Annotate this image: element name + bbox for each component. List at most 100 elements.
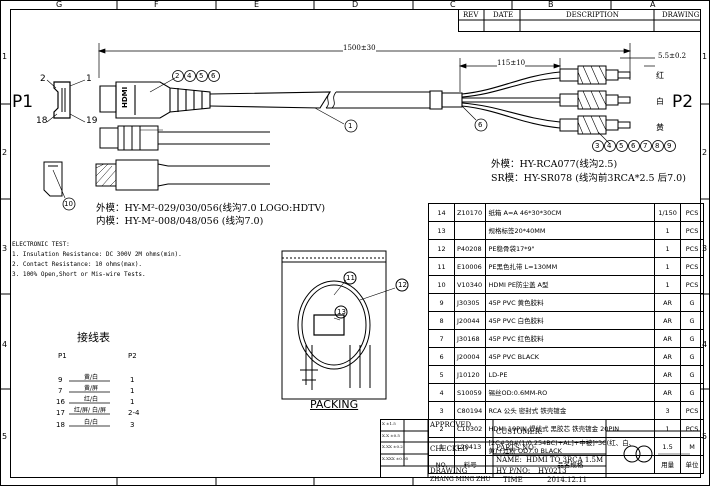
rev-header: REV (463, 11, 479, 19)
electronic-test-line-3: 3. 100% Open,Short or Mis-wire Tests. (12, 271, 146, 278)
row-label-1: 1 (2, 52, 8, 61)
callout-7: 7 (643, 142, 648, 150)
checked-label: CHECKED (430, 445, 468, 453)
callout-4: 4 (187, 72, 192, 80)
bom-cell-qty: AR (654, 347, 682, 366)
tol-2: X.X ±0.5 (382, 433, 400, 438)
callout-5: 5 (199, 72, 204, 80)
bom-cell-qty: AR (654, 329, 682, 348)
tol-3: X.XX ±0.2 (382, 444, 403, 449)
bom-cell-qty: 1 (654, 419, 682, 438)
name-label: NAME: (496, 456, 522, 464)
callout-3: 3 (595, 142, 600, 150)
rca-plug-yellow (560, 116, 630, 134)
bom-header-row: NO.料号品名规格用量单位 (427, 455, 704, 474)
callout-1: 1 (348, 122, 353, 130)
col-label-c: C (450, 0, 456, 9)
hy-no-value: HY0213 (538, 467, 567, 475)
bom-cell-no: 13 (427, 221, 456, 240)
rca-plug-red (560, 66, 630, 84)
bom-cell-no: 3 (427, 401, 456, 420)
bom-cell-code: E10006 (454, 257, 487, 276)
callout-8: 8 (655, 142, 660, 150)
bom-header-unit: 单位 (680, 455, 704, 474)
bom-cell-name: 45P PVC BLACK (485, 347, 656, 366)
name-value: HDMI TO 3RCA 1.5M (526, 456, 604, 464)
wiring-row-5-left: 18 (56, 421, 65, 429)
bom-cell-name: 规格标签20*40MM (485, 221, 656, 240)
bom-cell-name: 锡丝OD:0.6MM-RO (485, 383, 656, 402)
column-ticks (117, 0, 611, 486)
customer-label: CUSTOMER: (496, 428, 543, 436)
callout-leaders (53, 78, 610, 198)
callout-4b: 4 (607, 142, 612, 150)
right-sr-mold-note: SR模：HY-SR078 (线沟前3RCA*2.5 后7.0) (491, 173, 686, 184)
packing-label: PACKING (310, 398, 359, 411)
bom-cell-unit: G (680, 311, 704, 330)
callout-11: 11 (346, 274, 355, 282)
bom-cell-code: C10302 (454, 419, 487, 438)
drawing-label: DRAWING (430, 467, 468, 475)
hdmi-pin-face (47, 80, 85, 122)
bom-cell-name: RCA 公头 密封式 铁壳镀金 (485, 401, 656, 420)
left-outer-mold-note: 外模：HY-M²-029/030/056(线沟7.0 LOGO:HDTV) (96, 203, 326, 214)
wiring-head-p2: P2 (128, 352, 137, 360)
callout-13: 13 (337, 308, 346, 316)
pin-19-label: 19 (86, 116, 98, 126)
bom-cell-no: 4 (427, 383, 456, 402)
bom-cell-qty: AR (654, 293, 682, 312)
bom-cell-name: PE稳骨袋17*9" (485, 239, 656, 258)
row-label-right-3: 3 (702, 244, 708, 253)
bom-cell-qty: AR (654, 365, 682, 384)
bom-cell-unit: G (680, 365, 704, 384)
wiring-row-5-wire: 白/白 (84, 419, 99, 426)
wiring-row-5-right: 3 (130, 421, 135, 429)
bom-cell-name: 纸箱 A=A 46*30*30CM (485, 203, 656, 222)
bom-cell-unit: G (680, 383, 704, 402)
rca-yellow-label: 黄 (656, 123, 664, 132)
callout-9: 9 (667, 142, 672, 150)
wiring-row-2-right: 1 (130, 387, 135, 395)
parts-no-label: PARTS NO: (496, 444, 537, 452)
bom-cell-no: 5 (427, 365, 456, 384)
bom-cell-no: 11 (427, 257, 456, 276)
wiring-row-2-wire: 黄/屏 (84, 385, 99, 392)
dim-tip: 5.5±0.2 (658, 52, 687, 60)
wiring-head-p1: P1 (58, 352, 67, 360)
bom-cell-name: 45P PVC 白色胶料 (485, 311, 656, 330)
row-label-right-4: 4 (702, 340, 708, 349)
bom-cell-no: 10 (427, 275, 456, 294)
row-label-right-5: 5 (702, 432, 708, 441)
left-inner-mold-note: 内模：HY-M²-008/048/056 (线沟7.0) (96, 216, 264, 227)
row-label-5: 5 (2, 432, 8, 441)
electronic-test-title: ELECTRONIC TEST: (12, 241, 70, 248)
callout-6b: 6 (478, 121, 483, 129)
approved-label: APPROVED (430, 421, 472, 429)
bom-cell-no: 14 (427, 203, 456, 222)
row-label-4: 4 (2, 340, 8, 349)
bom-header-code: 料号 (454, 455, 487, 474)
bom-cell-name: 45P PVC 黄色胶料 (485, 293, 656, 312)
pin-18-label: 18 (36, 116, 48, 126)
electronic-test-line-1: 1. Insulation Resistance: DC 300V 2M ohm… (12, 251, 182, 258)
wiring-row-4-right: 2-4 (128, 409, 140, 417)
col-label-d: D (352, 0, 359, 9)
dim-total: 1500±30 (343, 44, 376, 52)
bom-cell-code: J20044 (454, 311, 487, 330)
bom-cell-qty: 3 (654, 401, 682, 420)
bom-cell-unit: G (680, 293, 704, 312)
date-header: DATE (493, 11, 514, 19)
bom-cell-unit: G (680, 347, 704, 366)
bom-cell-code: C80194 (454, 401, 487, 420)
rca-red-label: 红 (656, 71, 664, 80)
col-label-e: E (254, 0, 260, 9)
bom-cell-qty: 1/150 (654, 203, 682, 222)
wiring-row-1-right: 1 (130, 376, 135, 384)
bom-cell-unit: G (680, 329, 704, 348)
right-outer-mold-note: 外模：HY-RCA077(线沟2.5) (491, 159, 618, 170)
row-label-3: 3 (2, 244, 8, 253)
revision-block (458, 9, 701, 32)
